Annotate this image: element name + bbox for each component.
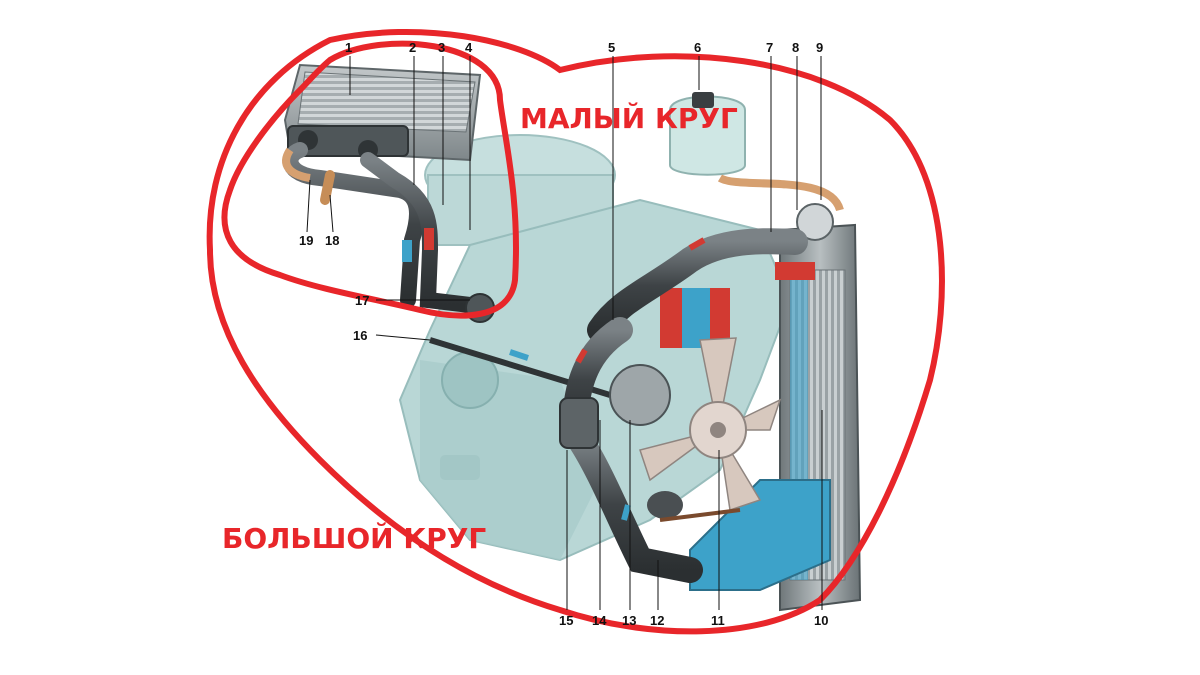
- callout-16: 16: [353, 328, 367, 343]
- callout-3: 3: [438, 40, 445, 55]
- big-circle-label: БОЛЬШОЙ КРУГ: [222, 521, 486, 555]
- radiator: [689, 203, 862, 612]
- callout-1: 1: [345, 40, 352, 55]
- callout-2: 2: [409, 40, 416, 55]
- callout-9: 9: [816, 40, 823, 55]
- leader-lines: [306, 56, 823, 610]
- heater-core: [283, 63, 482, 162]
- callout-10: 10: [814, 613, 828, 628]
- callout-6: 6: [694, 40, 701, 55]
- radiator-hoses: [559, 228, 808, 583]
- callout-8: 8: [792, 40, 799, 55]
- callout-7: 7: [766, 40, 773, 55]
- small-circle-label: МАЛЫЙ КРУГ: [520, 101, 738, 135]
- callout-5: 5: [608, 40, 615, 55]
- callout-15: 15: [559, 613, 573, 628]
- expansion-tank: [669, 92, 844, 212]
- callout-18: 18: [325, 233, 339, 248]
- cooling-fan: [609, 337, 782, 522]
- callout-11: 11: [711, 613, 725, 628]
- callout-4: 4: [465, 40, 473, 55]
- callout-12: 12: [650, 613, 664, 628]
- flow-arrow-cold-icon: [509, 349, 529, 361]
- water-jacket-cutaway: [660, 288, 730, 348]
- callout-numbers: 1 2 3 4 5 6 7 8 9 10 11 12 13 14 15 16 1…: [299, 40, 828, 628]
- callout-14: 14: [592, 613, 607, 628]
- callout-19: 19: [299, 233, 313, 248]
- annotation-loops: [206, 29, 945, 635]
- callout-13: 13: [622, 613, 636, 628]
- heater-hoses: [282, 142, 495, 323]
- callout-17: 17: [355, 293, 369, 308]
